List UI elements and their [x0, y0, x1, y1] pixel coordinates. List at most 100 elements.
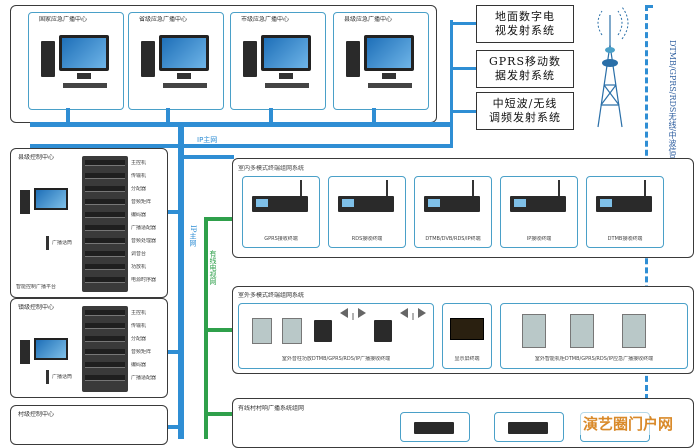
control-monitor-icon: [34, 188, 68, 210]
ip-branch-control-1: [168, 210, 180, 214]
broadcast-tower-icon: [597, 6, 629, 128]
wired-branch-3: [204, 412, 234, 416]
rack-unit: [85, 362, 125, 368]
system-gprs-line2: 据发射系统: [495, 69, 555, 82]
center-card-label: 县级应急广播中心: [344, 16, 393, 23]
system-link-3: [450, 110, 476, 113]
system-bus: [450, 20, 453, 148]
control-center-title: 镇级控制中心: [18, 304, 55, 311]
rack-unit-label: 广播适配器: [131, 225, 157, 231]
rack-unit-label: 传输机: [131, 173, 147, 179]
speaker-icon-2: [400, 308, 426, 320]
rack-unit: [85, 310, 125, 316]
control-pc-icon: [20, 340, 30, 364]
system-mw-line2: 调频发射系统: [489, 111, 561, 124]
front-panel-label: 智能控制广播平台: [16, 284, 57, 290]
ip-backbone-horizontal: [30, 122, 450, 127]
wired-device-2: [508, 422, 548, 434]
microphone-label: 广播话筒: [52, 240, 73, 246]
rack-unit-label: 广播适配器: [131, 375, 157, 381]
rack-unit: [85, 264, 125, 270]
watermark: 演艺圈门户网: [580, 412, 677, 435]
display-terminal-label: 显示屏终端: [454, 356, 480, 362]
rack-unit-label: 音频处理器: [131, 238, 157, 244]
system-box-dtv: 地面数字电 视发射系统: [476, 5, 574, 43]
rack-unit: [85, 277, 125, 283]
keyboard-icon: [63, 83, 107, 88]
wired-trunk-label: 有线电视网: [208, 250, 218, 310]
rack-unit-label: 分配器: [131, 186, 147, 192]
system-gprs-line1: GPRS移动数: [488, 55, 561, 68]
system-box-mw: 中短波/无线 调频发射系统: [476, 92, 574, 130]
indoor-terminal-label: DTMB/DVB/RDS/IP终端: [425, 236, 481, 242]
ip-main-label-text: IP主网: [189, 225, 197, 247]
center-card-label: 省级应急广播中心: [139, 16, 188, 23]
amp-2: [374, 320, 392, 342]
control-center-title: 村级控制中心: [18, 411, 55, 418]
cabinet-1: [252, 318, 272, 344]
ip-branch-group-1: [184, 155, 234, 159]
rack-unit-label: 传输机: [131, 323, 147, 329]
keyboard-icon: [265, 83, 309, 88]
indoor-group-title: 室内多模式终端组网系统: [238, 165, 305, 172]
cabinet2-2: [570, 314, 594, 348]
rack-unit-label: 音频矩阵: [131, 199, 152, 205]
center-card: 国家应急广播中心: [28, 12, 124, 110]
ip-riser-2: [166, 108, 170, 124]
rack-unit-label: 分配器: [131, 336, 147, 342]
ip-riser-4: [372, 108, 376, 124]
pc-tower-icon: [346, 41, 360, 77]
indoor-terminal-card: [242, 176, 320, 248]
ip-riser-3: [269, 108, 273, 124]
antenna-icon: [386, 180, 388, 196]
system-box-gprs: GPRS移动数 据发射系统: [476, 50, 574, 88]
ip-branch-control-2: [168, 350, 180, 354]
monitor-stand: [77, 73, 91, 79]
control-pc-icon: [20, 190, 30, 214]
control-monitor-icon: [34, 338, 68, 360]
receiver-screen: [514, 199, 526, 207]
rack-unit-label: 电源时序器: [131, 277, 157, 283]
wired-branch-1: [204, 217, 234, 221]
monitor-icon: [59, 35, 109, 71]
indoor-terminal-label: IP接收终端: [526, 236, 552, 242]
ip-main-trunk: [178, 124, 184, 439]
indoor-terminal-card: [328, 176, 406, 248]
speaker-icon-1: [340, 308, 366, 320]
monitor-icon: [159, 35, 209, 71]
microphone-label: 广播话筒: [52, 374, 73, 380]
rack-unit: [85, 375, 125, 381]
rack-unit: [85, 251, 125, 257]
outdoor-cabinet2-label: 室外智能机柜DTMB/GPRS/RDS/IP应急广播接收终端: [534, 356, 654, 362]
receiver-screen: [600, 199, 612, 207]
monitor-icon: [364, 35, 414, 71]
antenna-icon: [558, 180, 560, 196]
indoor-terminal-label: RDS接收终端: [351, 236, 383, 242]
antenna-icon: [300, 180, 302, 196]
keyboard-icon: [163, 83, 207, 88]
rack-unit: [85, 212, 125, 218]
monitor-stand: [382, 73, 396, 79]
rack-unit-label: 主控机: [131, 310, 147, 316]
wired-branch-2: [204, 328, 234, 332]
rack-unit-label: 调音台: [131, 251, 147, 257]
antenna-icon: [472, 180, 474, 196]
rack-unit: [85, 323, 125, 329]
rack-unit-label: 编码器: [131, 212, 147, 218]
outdoor-group-title: 室外多模式终端组网系统: [238, 292, 305, 299]
keyboard-icon: [368, 83, 412, 88]
rack-unit: [85, 160, 125, 166]
center-card: 县级应急广播中心: [333, 12, 429, 110]
rack-unit-label: 编码器: [131, 362, 147, 368]
receiver-screen: [428, 199, 440, 207]
rack-unit-label: 功放机: [131, 264, 147, 270]
center-card-label: 市级应急广播中心: [241, 16, 290, 23]
system-link-2: [450, 67, 476, 70]
microphone-icon: [46, 370, 49, 384]
ip-branch-control-3: [168, 425, 180, 429]
cabinet2-3: [622, 314, 646, 348]
wired-device-1: [414, 422, 454, 434]
control-center-title: 县级控制中心: [18, 154, 55, 161]
rack-unit: [85, 186, 125, 192]
rack-unit-label: 主控机: [131, 160, 147, 166]
